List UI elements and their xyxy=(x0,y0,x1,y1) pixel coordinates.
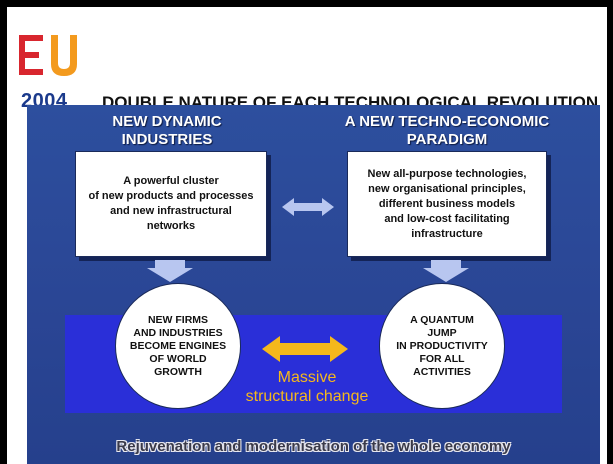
right-heading: A NEW TECHNO-ECONOMIC PARADIGM xyxy=(344,113,550,148)
right-box: New all-purpose technologies, new organi… xyxy=(347,151,547,257)
massive-structural-change-label: Massive structural change xyxy=(245,369,369,405)
left-circle: NEW FIRMS AND INDUSTRIES BECOME ENGINES … xyxy=(115,283,241,409)
footer-caption: Rejuvenation and modernisation of the wh… xyxy=(116,438,511,455)
right-circle: A QUANTUM JUMP IN PRODUCTIVITY FOR ALL A… xyxy=(379,283,505,409)
circles-double-arrow xyxy=(262,336,348,362)
left-box: A powerful cluster of new products and p… xyxy=(75,151,267,257)
eu-2004-logo xyxy=(19,35,77,76)
left-heading: NEW DYNAMIC INDUSTRIES xyxy=(112,113,222,148)
right-down-arrow xyxy=(423,260,469,282)
diagram-panel: NEW DYNAMIC INDUSTRIES A NEW TECHNO-ECON… xyxy=(27,105,600,464)
boxes-double-arrow xyxy=(282,198,334,216)
left-down-arrow xyxy=(147,260,193,282)
